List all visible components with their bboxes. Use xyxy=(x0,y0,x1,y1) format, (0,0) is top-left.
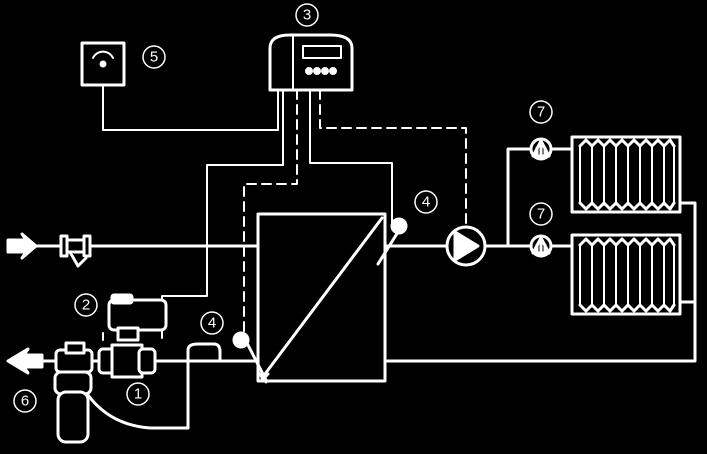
zone-valve xyxy=(97,343,157,379)
callout-label-actuator: 2 xyxy=(82,297,90,314)
callout-circle-2 xyxy=(74,293,98,317)
flow-arrow-in-icon xyxy=(6,232,38,260)
callout-circle-7b xyxy=(529,202,553,226)
return-regulator xyxy=(53,341,222,444)
callout-circle-5 xyxy=(142,45,166,69)
heat-exchanger xyxy=(256,212,387,384)
flow-arrow-out-icon xyxy=(6,347,44,375)
callout-label-valve: 1 xyxy=(134,386,142,403)
wiring-dashed xyxy=(243,89,467,334)
radiator-circuit-pipes xyxy=(506,147,697,304)
actuator-motor xyxy=(107,293,168,342)
radiator-icon xyxy=(570,135,682,214)
callout-circle-4b xyxy=(200,311,224,335)
callout-label-room-sensor: 5 xyxy=(150,49,158,66)
thermostatic-valve-icon xyxy=(529,137,553,161)
radiator-bottom xyxy=(570,233,682,316)
wiring-solid xyxy=(102,84,393,341)
pump-icon xyxy=(445,225,487,267)
callout-circle-6 xyxy=(13,389,37,413)
callout-circle-7a xyxy=(529,100,553,124)
callout-label-controller: 3 xyxy=(303,7,311,24)
callout-label-regulator: 6 xyxy=(21,393,29,410)
callout-circle-1 xyxy=(126,382,150,406)
callout-label-sensor-return: 4 xyxy=(208,315,216,332)
callout-label-sensor-supply: 4 xyxy=(422,194,430,211)
temperature-sensor-return xyxy=(232,331,268,382)
callout-label-trv-bottom: 7 xyxy=(537,206,545,223)
callout-label-trv-top: 7 xyxy=(537,104,545,121)
strainer-icon xyxy=(59,234,92,268)
controller-icon xyxy=(268,33,354,92)
room-sensor xyxy=(80,41,126,87)
callout-circle-3 xyxy=(295,3,319,27)
thermostatic-valve-bottom xyxy=(529,234,553,258)
callout-circle-4a xyxy=(414,190,438,214)
